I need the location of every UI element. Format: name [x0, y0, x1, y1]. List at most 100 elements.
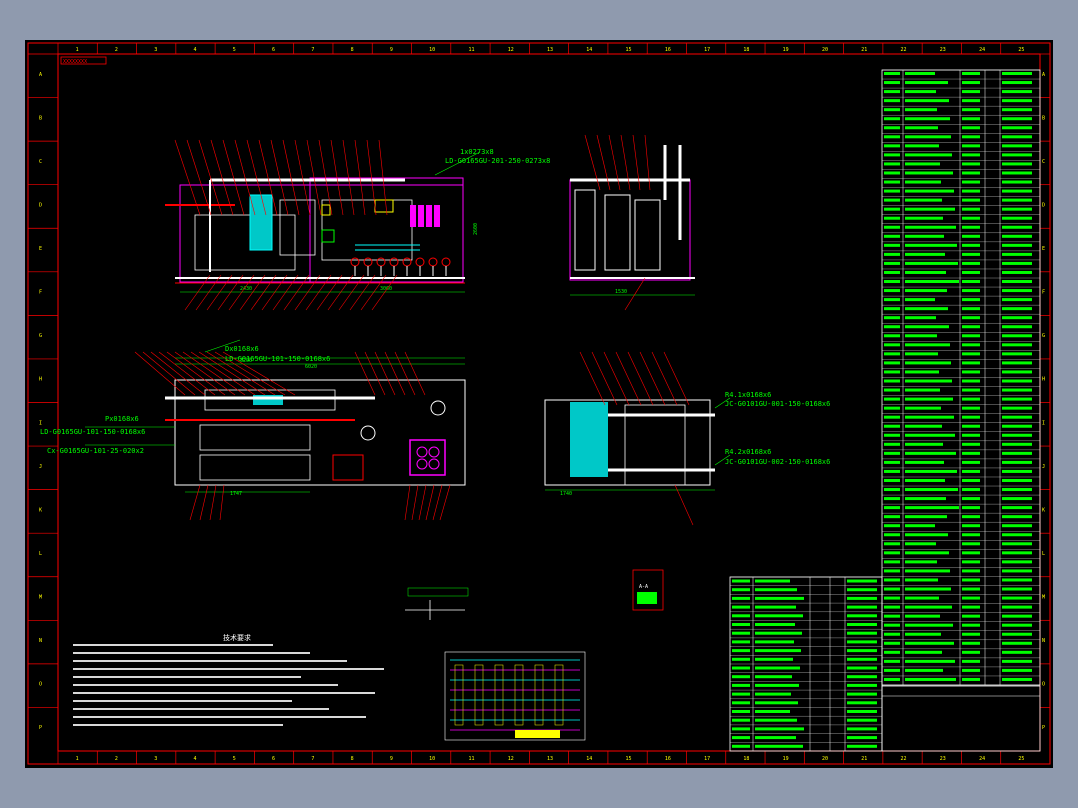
right-leader-lines	[579, 351, 694, 526]
border-number: 15	[626, 756, 632, 762]
title-stamp-box	[60, 56, 107, 65]
title-stamp: XXXXXXXX	[63, 59, 87, 65]
side-elevation-view[interactable]: 1530	[569, 134, 695, 311]
section-marker	[405, 587, 469, 620]
border-letter: N	[1042, 638, 1045, 644]
plan-leader-lines	[134, 351, 451, 521]
front-elevation-view[interactable]: 2430 3060 2600 1x0273x8 LD-G0165GU-201-2…	[165, 139, 550, 311]
pipe-label-right-2-size: R4.2x0168x6	[725, 448, 771, 456]
border-letter: B	[1042, 115, 1045, 121]
border-letter: H	[1042, 377, 1045, 383]
border-number: 23	[940, 47, 946, 53]
border-letter: E	[1042, 246, 1045, 252]
border-number: 15	[626, 47, 632, 53]
border-number: 1	[76, 47, 79, 53]
border-number: 14	[586, 47, 592, 53]
border-number: 18	[743, 47, 749, 53]
border-number: 20	[822, 47, 828, 53]
pipe-label-right-1-code: JC-G0101GU-001-150-0168x6	[725, 400, 830, 408]
top-dim-1: 3200	[240, 358, 252, 364]
border-letter: H	[39, 377, 42, 383]
border-letter: L	[39, 551, 42, 557]
border-number: 11	[468, 47, 474, 53]
pipe-label-top-right-code: LD-G0165GU-201-250-0273x8	[445, 157, 550, 165]
border-number: 7	[311, 47, 314, 53]
border-number: 10	[429, 756, 435, 762]
border-number: 2	[115, 756, 118, 762]
border-number: 14	[586, 756, 592, 762]
border-number: 13	[547, 756, 553, 762]
border-number: 3	[154, 47, 157, 53]
pipe-label-left-1-code: LD-G0165GU-101-150-0168x6	[40, 428, 145, 436]
border-number: 5	[233, 47, 236, 53]
border-letter: A	[39, 72, 42, 78]
bom-table-lower[interactable]	[729, 576, 883, 752]
border-letter: O	[39, 682, 42, 688]
border-number: 17	[704, 756, 710, 762]
border-number: 8	[351, 47, 354, 53]
border-letter: I	[39, 420, 42, 426]
border-number: 2	[115, 47, 118, 53]
pipe-label-right-2-code: JC-G0101GU-002-150-0168x6	[725, 458, 830, 466]
side-leader-lines	[584, 134, 651, 311]
border-number: 13	[547, 47, 553, 53]
border-number: 6	[272, 47, 275, 53]
technical-notes: 技术要求	[73, 633, 384, 726]
border-number: 17	[704, 47, 710, 53]
border-number: 1	[76, 756, 79, 762]
border-letter: G	[39, 333, 42, 339]
front-dim-h: 2600	[473, 223, 479, 235]
border-number: 16	[665, 756, 671, 762]
front-valve-row	[350, 257, 451, 276]
detail-a-a: A-A	[632, 569, 664, 611]
plan-view[interactable]: 3200 6020 1747 Dx0168x6 LD-G0165GU-101-1…	[40, 339, 466, 521]
border-letter: K	[39, 507, 42, 513]
pid-inset	[444, 651, 586, 741]
border-number: 19	[783, 756, 789, 762]
border-number: 25	[1018, 47, 1024, 53]
border-number: 3	[154, 756, 157, 762]
border-letter: P	[1042, 725, 1045, 731]
border-letter: F	[39, 290, 42, 296]
border-letter: C	[1042, 159, 1045, 165]
right-dim-w: 1740	[560, 491, 572, 497]
pipe-label-mid-code: LD-G0165GU-101-150-0168x6	[225, 355, 330, 363]
border-number: 21	[861, 756, 867, 762]
border-letter: P	[39, 725, 42, 731]
border-number: 11	[468, 756, 474, 762]
border-number: 9	[390, 47, 393, 53]
border-number: 4	[193, 756, 196, 762]
border-number: 7	[311, 756, 314, 762]
border-number-labels: 1122334455667788991010111112121313141415…	[76, 47, 1025, 762]
border-letter: G	[1042, 333, 1045, 339]
front-leader-lines	[174, 139, 398, 311]
border-letter: E	[39, 246, 42, 252]
border-letter: K	[1042, 507, 1045, 513]
right-plan-view[interactable]: 1740 R4.1x0168x6 JC-G0101GU-001-150-0168…	[544, 351, 830, 526]
border-letter: O	[1042, 682, 1045, 688]
pipe-label-right-1-size: R4.1x0168x6	[725, 391, 771, 399]
border-number: 25	[1018, 756, 1024, 762]
border-ticks	[28, 43, 1050, 764]
border-letter: J	[39, 464, 42, 470]
border-number: 9	[390, 756, 393, 762]
parts-list-table[interactable]	[881, 69, 1041, 686]
border-number: 23	[940, 756, 946, 762]
border-letter: A	[1042, 72, 1045, 78]
border-letter: C	[39, 159, 42, 165]
border-letter: B	[39, 115, 42, 121]
border-letter: J	[1042, 464, 1045, 470]
border-letter: M	[1042, 595, 1045, 601]
top-dim-left: 1747	[230, 491, 242, 497]
border-number: 19	[783, 47, 789, 53]
tech-title: 技术要求	[223, 633, 251, 642]
pipe-label-left-2-code: Cx-G0165GU-101-25-020x2	[47, 447, 144, 455]
pipe-label-top-right-size: 1x0273x8	[460, 148, 494, 156]
border-number: 24	[979, 756, 985, 762]
border-letter: I	[1042, 420, 1045, 426]
border-number: 4	[193, 47, 196, 53]
outer-frame	[27, 42, 1051, 765]
